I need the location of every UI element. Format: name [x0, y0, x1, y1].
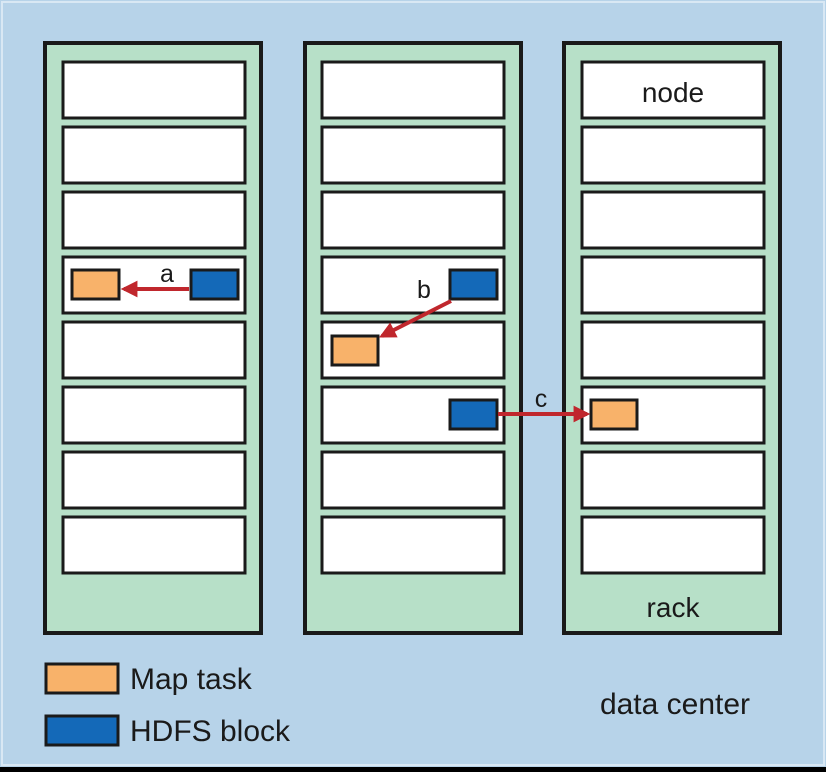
arrow-b [379, 299, 452, 338]
map-task-b [330, 334, 380, 367]
rack-3-node-4 [580, 255, 766, 315]
rack-2-node-5 [320, 320, 506, 380]
rack-3-node-3 [580, 190, 766, 250]
rack-3-node-8 [580, 515, 766, 575]
rack-2-node-6 [320, 385, 506, 445]
legend-hdfs-block-label: HDFS block [130, 715, 291, 748]
rack-1-node-2 [61, 125, 247, 185]
rack-2-node-3 [320, 190, 506, 250]
rack-2-node-8 [320, 515, 506, 575]
arrow-c-label: c [535, 385, 548, 413]
rack-label: rack [647, 592, 701, 623]
rack-1-node-5 [61, 320, 247, 380]
hdfs-block-b [448, 268, 499, 301]
rack-3-node-1 [580, 60, 766, 120]
rack-2-node-1 [320, 60, 506, 120]
node-label: node [642, 77, 704, 108]
rack-2-node-7 [320, 450, 506, 510]
rack-1-node-1 [61, 60, 247, 120]
arrow-b-label: b [417, 276, 431, 304]
hdfs-block-a [189, 268, 240, 301]
legend-hdfs-block-swatch [44, 714, 120, 747]
rack-3-node-2 [580, 125, 766, 185]
data-center-label: data center [600, 688, 750, 721]
rack-1-node-8 [61, 515, 247, 575]
rack-3-node-5 [580, 320, 766, 380]
map-task-c [589, 398, 639, 431]
legend: Map task HDFS block [44, 662, 291, 748]
arrow-a-label: a [160, 260, 174, 288]
legend-map-task-swatch [44, 662, 120, 695]
rack-1-node-6 [61, 385, 247, 445]
rack-1-node-3 [61, 190, 247, 250]
rack-2-node-2 [320, 125, 506, 185]
rack-1 [43, 41, 263, 635]
rack-1-node-7 [61, 450, 247, 510]
rack-3-node-7 [580, 450, 766, 510]
map-task-a [70, 268, 121, 301]
hdfs-block-c [448, 398, 499, 431]
legend-map-task-label: Map task [130, 663, 253, 696]
rack-3 [562, 41, 782, 635]
